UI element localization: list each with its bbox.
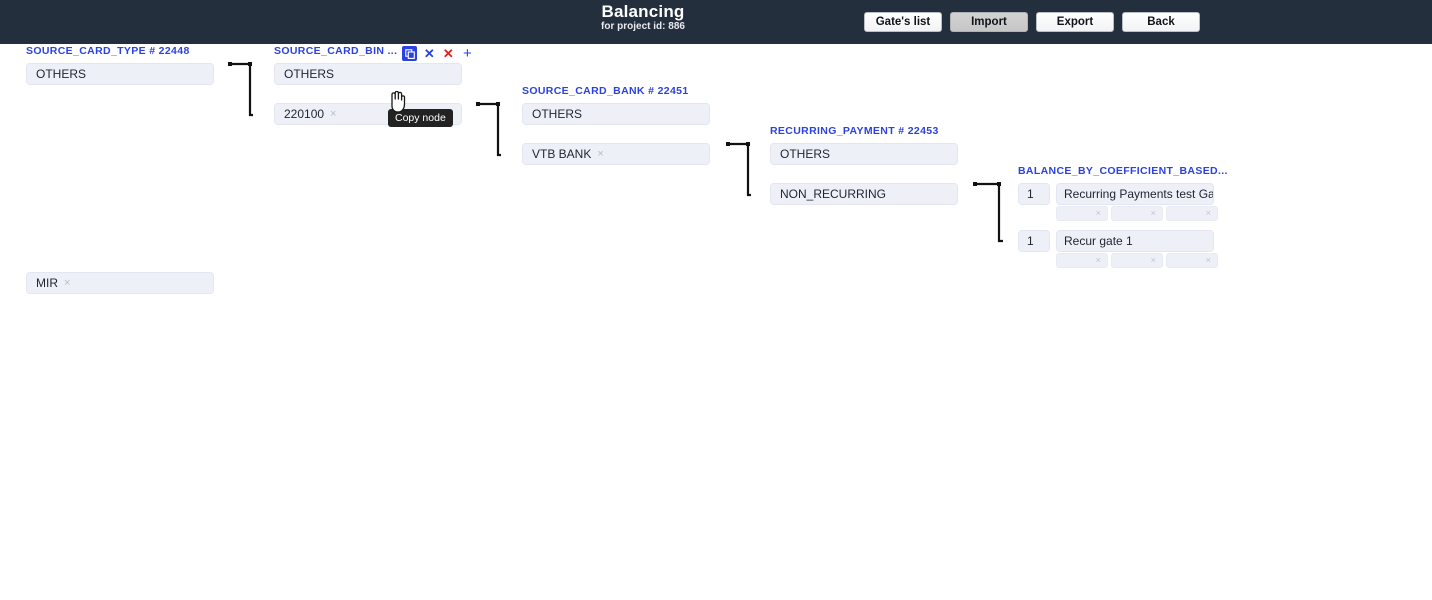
column-title: SOURCE_CARD_BANK # 22451 (522, 85, 689, 97)
column-title: SOURCE_CARD_TYPE # 22448 (26, 45, 190, 57)
top-bar: Balancing for project id: 886 Gate's lis… (0, 0, 1432, 44)
remove-chip-icon[interactable]: × (330, 108, 337, 120)
remove-chip-icon[interactable]: × (1150, 255, 1156, 266)
gate-coefficient-value: 1 (1027, 187, 1034, 201)
gate-name-value: Recur gate 1 (1064, 234, 1133, 248)
gate-coefficient-value: 1 (1027, 234, 1034, 248)
gate-sub-cell[interactable]: × (1111, 206, 1163, 221)
spacer (274, 85, 474, 103)
gate-name-value: Recurring Payments test Gate (1064, 187, 1214, 201)
header-actions: Gate's list Import Export Back (864, 12, 1200, 32)
column-title: RECURRING_PAYMENT # 22453 (770, 125, 939, 137)
add-node-icon[interactable]: + (462, 44, 472, 62)
value-text: MIR (36, 276, 58, 290)
connector-2 (476, 102, 501, 157)
column-header: BALANCE_BY_COEFFICIENT_BASED... (1018, 165, 1228, 181)
gate-sub-cell[interactable]: × (1166, 253, 1218, 268)
spacer (770, 165, 958, 183)
remove-chip-icon[interactable]: × (1095, 208, 1101, 219)
value-field[interactable]: MIR × (26, 272, 214, 294)
gate-sub-cell[interactable]: × (1056, 206, 1108, 221)
gate-sub-cell[interactable]: × (1166, 206, 1218, 221)
value-field[interactable]: OTHERS (770, 143, 958, 165)
remove-chip-icon[interactable]: × (1205, 208, 1211, 219)
node-value-mir: MIR × (26, 272, 214, 294)
page-title: Balancing (601, 2, 685, 21)
gate-sub-cell[interactable]: × (1111, 253, 1163, 268)
remove-chip-icon[interactable]: × (1205, 255, 1211, 266)
gate-sub-row: × × × (1056, 206, 1228, 221)
tree-canvas: SOURCE_CARD_TYPE # 22448 OTHERS MIR × SO… (0, 44, 1432, 600)
spacer (522, 125, 710, 143)
connector-3 (726, 142, 751, 197)
page-subtitle: for project id: 886 (601, 21, 685, 32)
gate-block: 1 Recur gate 1 × × × (1018, 230, 1228, 268)
value-text: OTHERS (780, 147, 831, 161)
remove-chip-icon[interactable]: × (1095, 255, 1101, 266)
node-column-recurring-payment: RECURRING_PAYMENT # 22453 OTHERS NON_REC… (770, 125, 958, 205)
gate-sub-cell[interactable]: × (1056, 253, 1108, 268)
delete-node-icon[interactable]: ✕ (442, 45, 454, 61)
node-column-balance-by-coefficient: BALANCE_BY_COEFFICIENT_BASED... 1 Recurr… (1018, 165, 1228, 277)
app-title-block: Balancing for project id: 886 (0, 2, 1432, 33)
copy-node-icon[interactable] (402, 46, 418, 61)
gate-name-field[interactable]: Recur gate 1 (1056, 230, 1214, 252)
value-text: 220100 (284, 107, 325, 121)
value-text: VTB BANK (532, 147, 592, 161)
gate-name-field[interactable]: Recurring Payments test Gate (1056, 183, 1214, 205)
gate-coefficient-input[interactable]: 1 (1018, 183, 1050, 205)
column-title: BALANCE_BY_COEFFICIENT_BASED... (1018, 165, 1228, 177)
back-button[interactable]: Back (1122, 12, 1200, 32)
value-field[interactable]: VTB BANK × (522, 143, 710, 165)
remove-chip-icon[interactable]: × (1150, 208, 1156, 219)
column-header: SOURCE_CARD_BIN ... ✕ ✕ + (274, 44, 474, 62)
import-button[interactable]: Import (950, 12, 1028, 32)
gate-coefficient-input[interactable]: 1 (1018, 230, 1050, 252)
value-text: NON_RECURRING (780, 187, 887, 201)
column-header: RECURRING_PAYMENT # 22453 (770, 125, 958, 141)
column-title: SOURCE_CARD_BIN ... (274, 45, 398, 57)
value-field[interactable]: OTHERS (522, 103, 710, 125)
remove-chip-icon[interactable]: × (64, 277, 71, 289)
value-field[interactable]: NON_RECURRING (770, 183, 958, 205)
connector-1 (228, 62, 253, 117)
value-field[interactable]: OTHERS (26, 63, 214, 85)
column-header: SOURCE_CARD_BANK # 22451 (522, 85, 710, 101)
value-text: OTHERS (284, 67, 335, 81)
gate-block: 1 Recurring Payments test Gate × × × (1018, 183, 1228, 221)
value-text: OTHERS (532, 107, 583, 121)
value-field[interactable]: OTHERS (274, 63, 462, 85)
gate-row: 1 Recur gate 1 (1018, 230, 1228, 252)
value-text: OTHERS (36, 67, 87, 81)
gate-row: 1 Recurring Payments test Gate (1018, 183, 1228, 205)
node-column-source-card-bank: SOURCE_CARD_BANK # 22451 OTHERS VTB BANK… (522, 85, 710, 165)
cut-node-icon[interactable]: ✕ (423, 45, 435, 61)
export-button[interactable]: Export (1036, 12, 1114, 32)
column-header: SOURCE_CARD_TYPE # 22448 (26, 45, 214, 61)
tooltip-copy-node: Copy node (388, 109, 453, 127)
node-column-source-card-type: SOURCE_CARD_TYPE # 22448 OTHERS (26, 45, 214, 85)
gates-list-button[interactable]: Gate's list (864, 12, 942, 32)
gate-sub-row: × × × (1056, 253, 1228, 268)
connector-4 (973, 182, 1003, 243)
remove-chip-icon[interactable]: × (597, 148, 604, 160)
